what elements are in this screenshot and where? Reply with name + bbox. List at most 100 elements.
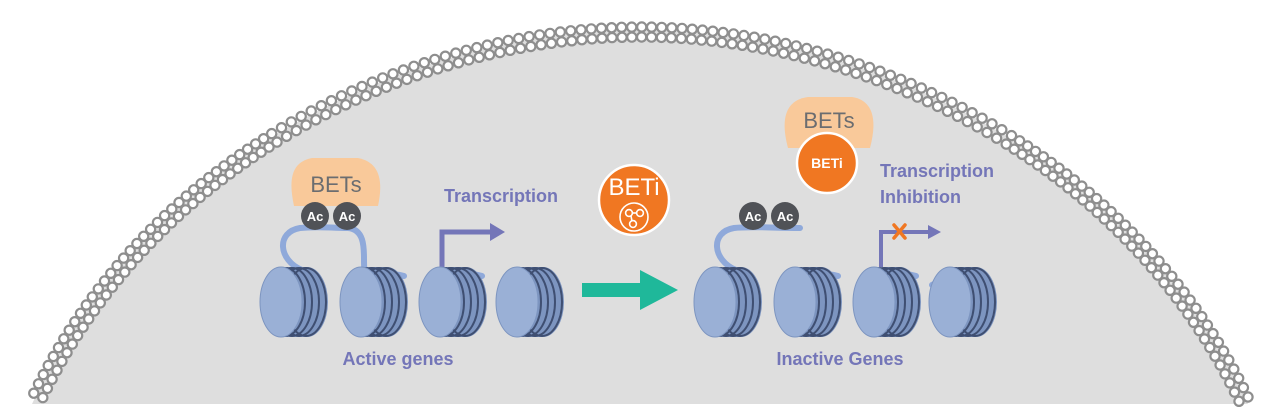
membrane-bead [554, 26, 567, 38]
membrane-bead [635, 31, 648, 43]
membrane-bead [1166, 270, 1178, 282]
membrane-bead [195, 177, 207, 190]
membrane-bead [819, 58, 831, 70]
membrane-bead [1000, 138, 1012, 150]
membrane-bead [473, 51, 485, 64]
membrane-bead [666, 22, 678, 34]
membrane-bead [576, 34, 588, 46]
membrane-bead [1105, 205, 1117, 218]
membrane-bead [1182, 308, 1194, 320]
membrane-bead [231, 162, 244, 174]
transcription-arrow-head [928, 225, 941, 239]
membrane-bead [707, 25, 719, 37]
membrane-bead [936, 91, 948, 104]
membrane-bead [1158, 277, 1170, 289]
membrane-bead [387, 68, 399, 80]
svg-text:Ac: Ac [339, 209, 356, 224]
bets-label: BETs [803, 108, 854, 133]
membrane-bead [241, 143, 254, 155]
membrane-bead [275, 121, 288, 134]
membrane-bead [881, 78, 893, 91]
membrane-bead [325, 94, 338, 107]
transcription-inhibition-label: Transcription Inhibition [880, 161, 999, 207]
membrane-bead [863, 61, 876, 74]
membrane-bead [82, 313, 95, 325]
membrane-bead [686, 23, 698, 35]
membrane-bead [1021, 140, 1034, 152]
membrane-bead [418, 57, 430, 69]
membrane-bead [777, 47, 790, 59]
membrane-bead [1098, 213, 1111, 225]
membrane-bead [1184, 294, 1196, 306]
beti-molecule: BETi [597, 163, 671, 237]
membrane-bead [990, 132, 1003, 144]
membrane-bead [523, 30, 535, 43]
membrane-bead [125, 259, 137, 271]
membrane-bead [151, 230, 164, 243]
membrane-bead [1029, 145, 1042, 158]
membrane-bead [595, 22, 608, 34]
membrane-bead [616, 31, 628, 44]
membrane-bead [194, 191, 206, 204]
active-genes-label: Active genes [342, 349, 453, 369]
membrane-bead [1198, 333, 1211, 345]
membrane-bead [596, 32, 608, 44]
membrane-bead [180, 190, 192, 202]
membrane-bead [320, 108, 332, 121]
membrane-bead [748, 31, 761, 43]
inhibition-x-icon [892, 223, 907, 240]
membrane-bead [173, 196, 185, 209]
membrane-bead [565, 25, 577, 37]
membrane-bead [655, 31, 668, 44]
nucleosome [495, 266, 564, 338]
nucleosome [928, 266, 997, 338]
membrane-bead [41, 382, 54, 395]
membrane-bead [58, 333, 70, 345]
membrane-bead [158, 209, 171, 222]
membrane-bead [224, 168, 236, 180]
membrane-bead [360, 89, 372, 102]
membrane-bead [1219, 368, 1231, 380]
nucleosome [852, 266, 921, 338]
membrane-bead [112, 273, 125, 286]
ac-marker: Ac [771, 202, 799, 230]
membrane-bead [544, 27, 556, 40]
nucleosome [773, 266, 842, 338]
membrane-bead [502, 34, 514, 47]
membrane-bead [32, 378, 45, 390]
membrane-bead [179, 204, 192, 216]
membrane-bead [905, 77, 917, 90]
membrane-bead [822, 48, 834, 60]
membrane-bead [233, 148, 246, 161]
bets-label: BETs [310, 172, 361, 197]
membrane-bead [401, 73, 413, 86]
nucleosome-face [852, 266, 896, 338]
membrane-bead [144, 223, 157, 235]
membrane-bead [1153, 255, 1165, 267]
membrane-bead [494, 46, 506, 59]
membrane-bead [961, 115, 974, 128]
membrane-bead [138, 244, 150, 256]
membrane-bead [1209, 350, 1221, 362]
membrane-bead [1233, 395, 1245, 407]
membrane-bead [951, 110, 964, 123]
transcription-inhibition-line1: Transcription [880, 161, 994, 181]
membrane-bead [1204, 341, 1216, 354]
membrane-bead [615, 21, 628, 33]
membrane-bead [263, 141, 275, 153]
svg-text:Ac: Ac [745, 209, 762, 224]
membrane-bead [119, 266, 131, 278]
membrane-bead [811, 45, 823, 57]
membrane-bead [1193, 324, 1205, 337]
membrane-bead [450, 47, 462, 59]
membrane-bead [566, 35, 578, 47]
membrane-bead [71, 329, 84, 342]
membrane-bead [432, 63, 444, 75]
membrane-bead [1084, 200, 1096, 212]
membrane-bead [271, 136, 283, 148]
membrane-bead [545, 37, 558, 50]
svg-text:Ac: Ac [777, 209, 794, 224]
membrane-bead [850, 67, 862, 80]
membrane-bead [151, 216, 164, 229]
